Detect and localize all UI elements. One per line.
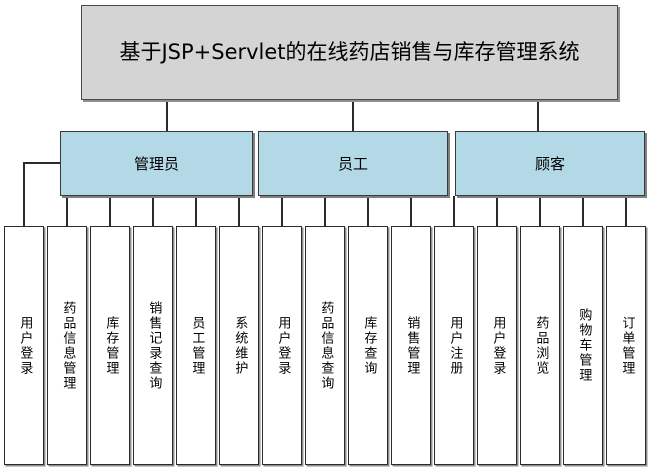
- leaf-node-customer-user-register: 用户注册: [434, 226, 474, 465]
- leaf-node-employee-user-login: 用户登录: [262, 226, 302, 465]
- leaf-node-label: 药品信息管理: [60, 300, 76, 391]
- leaf-node-customer-drug-browse: 药品浏览: [520, 226, 560, 465]
- role-node-customer-label: 顾客: [534, 154, 565, 173]
- role-node-employee: 员工: [258, 131, 448, 196]
- leaf-node-customer-shopping-cart-management: 购物车管理: [563, 226, 603, 465]
- leaf-node-label: 库存管理: [103, 315, 119, 376]
- leaf-node-label: 订单管理: [619, 315, 635, 376]
- leaf-node-label: 销售记录查询: [146, 300, 162, 391]
- leaf-node-employee-drug-info-query: 药品信息查询: [305, 226, 345, 465]
- leaf-node-admin-sales-record-query: 销售记录查询: [133, 226, 173, 465]
- leaf-node-label: 系统维护: [232, 315, 248, 376]
- leaf-node-employee-inventory-query: 库存查询: [348, 226, 388, 465]
- leaf-node-label: 库存查询: [361, 315, 377, 376]
- leaf-node-label: 用户注册: [447, 315, 463, 376]
- leaf-node-label: 用户登录: [275, 315, 291, 376]
- leaf-node-label: 用户登录: [17, 315, 33, 376]
- role-node-admin-label: 管理员: [133, 154, 179, 173]
- leaf-node-customer-order-management: 订单管理: [606, 226, 646, 465]
- role-node-employee-label: 员工: [337, 154, 368, 173]
- leaf-node-label: 购物车管理: [576, 308, 592, 383]
- root-node-label: 基于JSP+Servlet的在线药店销售与库存管理系统: [119, 39, 580, 64]
- leaf-node-admin-user-login: 用户登录: [4, 226, 44, 465]
- leaf-node-label: 药品信息查询: [318, 300, 334, 391]
- leaf-node-admin-employee-management: 员工管理: [176, 226, 216, 465]
- leaf-node-employee-sales-management: 销售管理: [391, 226, 431, 465]
- root-node-system-title: 基于JSP+Servlet的在线药店销售与库存管理系统: [81, 5, 618, 100]
- leaf-node-label: 用户登录: [490, 315, 506, 376]
- leaf-node-label: 员工管理: [189, 315, 205, 376]
- leaf-node-label: 销售管理: [404, 315, 420, 376]
- role-node-admin: 管理员: [60, 131, 253, 196]
- leaf-node-label: 药品浏览: [533, 315, 549, 376]
- leaf-node-customer-user-login: 用户登录: [477, 226, 517, 465]
- leaf-node-admin-inventory-management: 库存管理: [90, 226, 130, 465]
- leaf-node-admin-drug-info-management: 药品信息管理: [47, 226, 87, 465]
- role-node-customer: 顾客: [455, 131, 645, 196]
- leaf-node-admin-system-maintenance: 系统维护: [219, 226, 259, 465]
- connector-admin-elbow-leaf-1: [23, 162, 60, 226]
